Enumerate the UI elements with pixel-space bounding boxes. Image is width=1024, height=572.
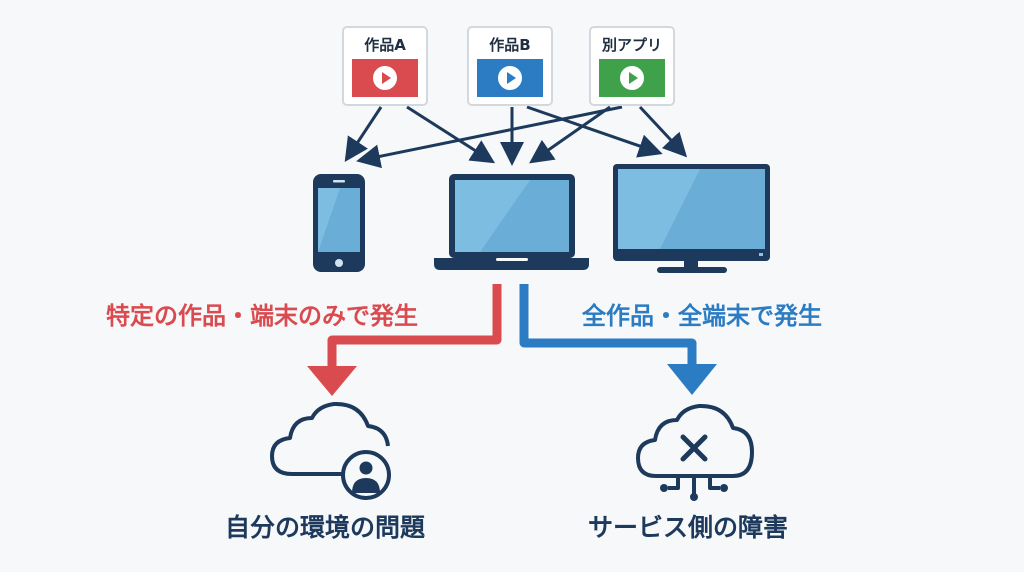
arrow-other-app-to-smartphone	[356, 105, 623, 169]
video-thumbnail	[477, 59, 543, 97]
arrow-other-app-to-tv	[638, 105, 688, 158]
arrow-work-b-to-tv	[526, 105, 663, 158]
cloud-user-icon	[270, 401, 391, 500]
arrow-work-a-to-smartphone	[344, 106, 383, 163]
arrow-work-a-to-laptop	[406, 105, 496, 164]
result-label-left: 自分の環境の問題	[225, 513, 426, 542]
source-label: 作品B	[489, 36, 531, 54]
source-card-work-b: 作品B	[467, 26, 553, 106]
source-card-work-a: 作品A	[342, 26, 428, 106]
video-thumbnail	[599, 59, 665, 97]
arrow-other-app-to-laptop	[529, 105, 611, 164]
play-icon	[498, 66, 522, 90]
source-card-other-app: 別アプリ	[589, 26, 675, 106]
branch-arrow-right	[519, 284, 717, 395]
smartphone-icon	[313, 174, 365, 272]
source-label: 作品A	[364, 36, 406, 54]
tv-icon	[613, 164, 770, 273]
branch-label-right: 全作品・全端末で発生	[582, 302, 822, 330]
connection-arrows	[344, 105, 688, 169]
play-icon	[373, 66, 397, 90]
video-thumbnail	[352, 59, 418, 97]
laptop-icon	[434, 174, 589, 270]
branch-label-left: 特定の作品・端末のみで発生	[106, 302, 418, 330]
branch-arrow-left	[307, 284, 502, 396]
result-label-right: サービス側の障害	[588, 513, 789, 542]
cloud-error-icon	[636, 403, 754, 501]
play-icon	[620, 66, 644, 90]
source-label: 別アプリ	[601, 36, 662, 54]
